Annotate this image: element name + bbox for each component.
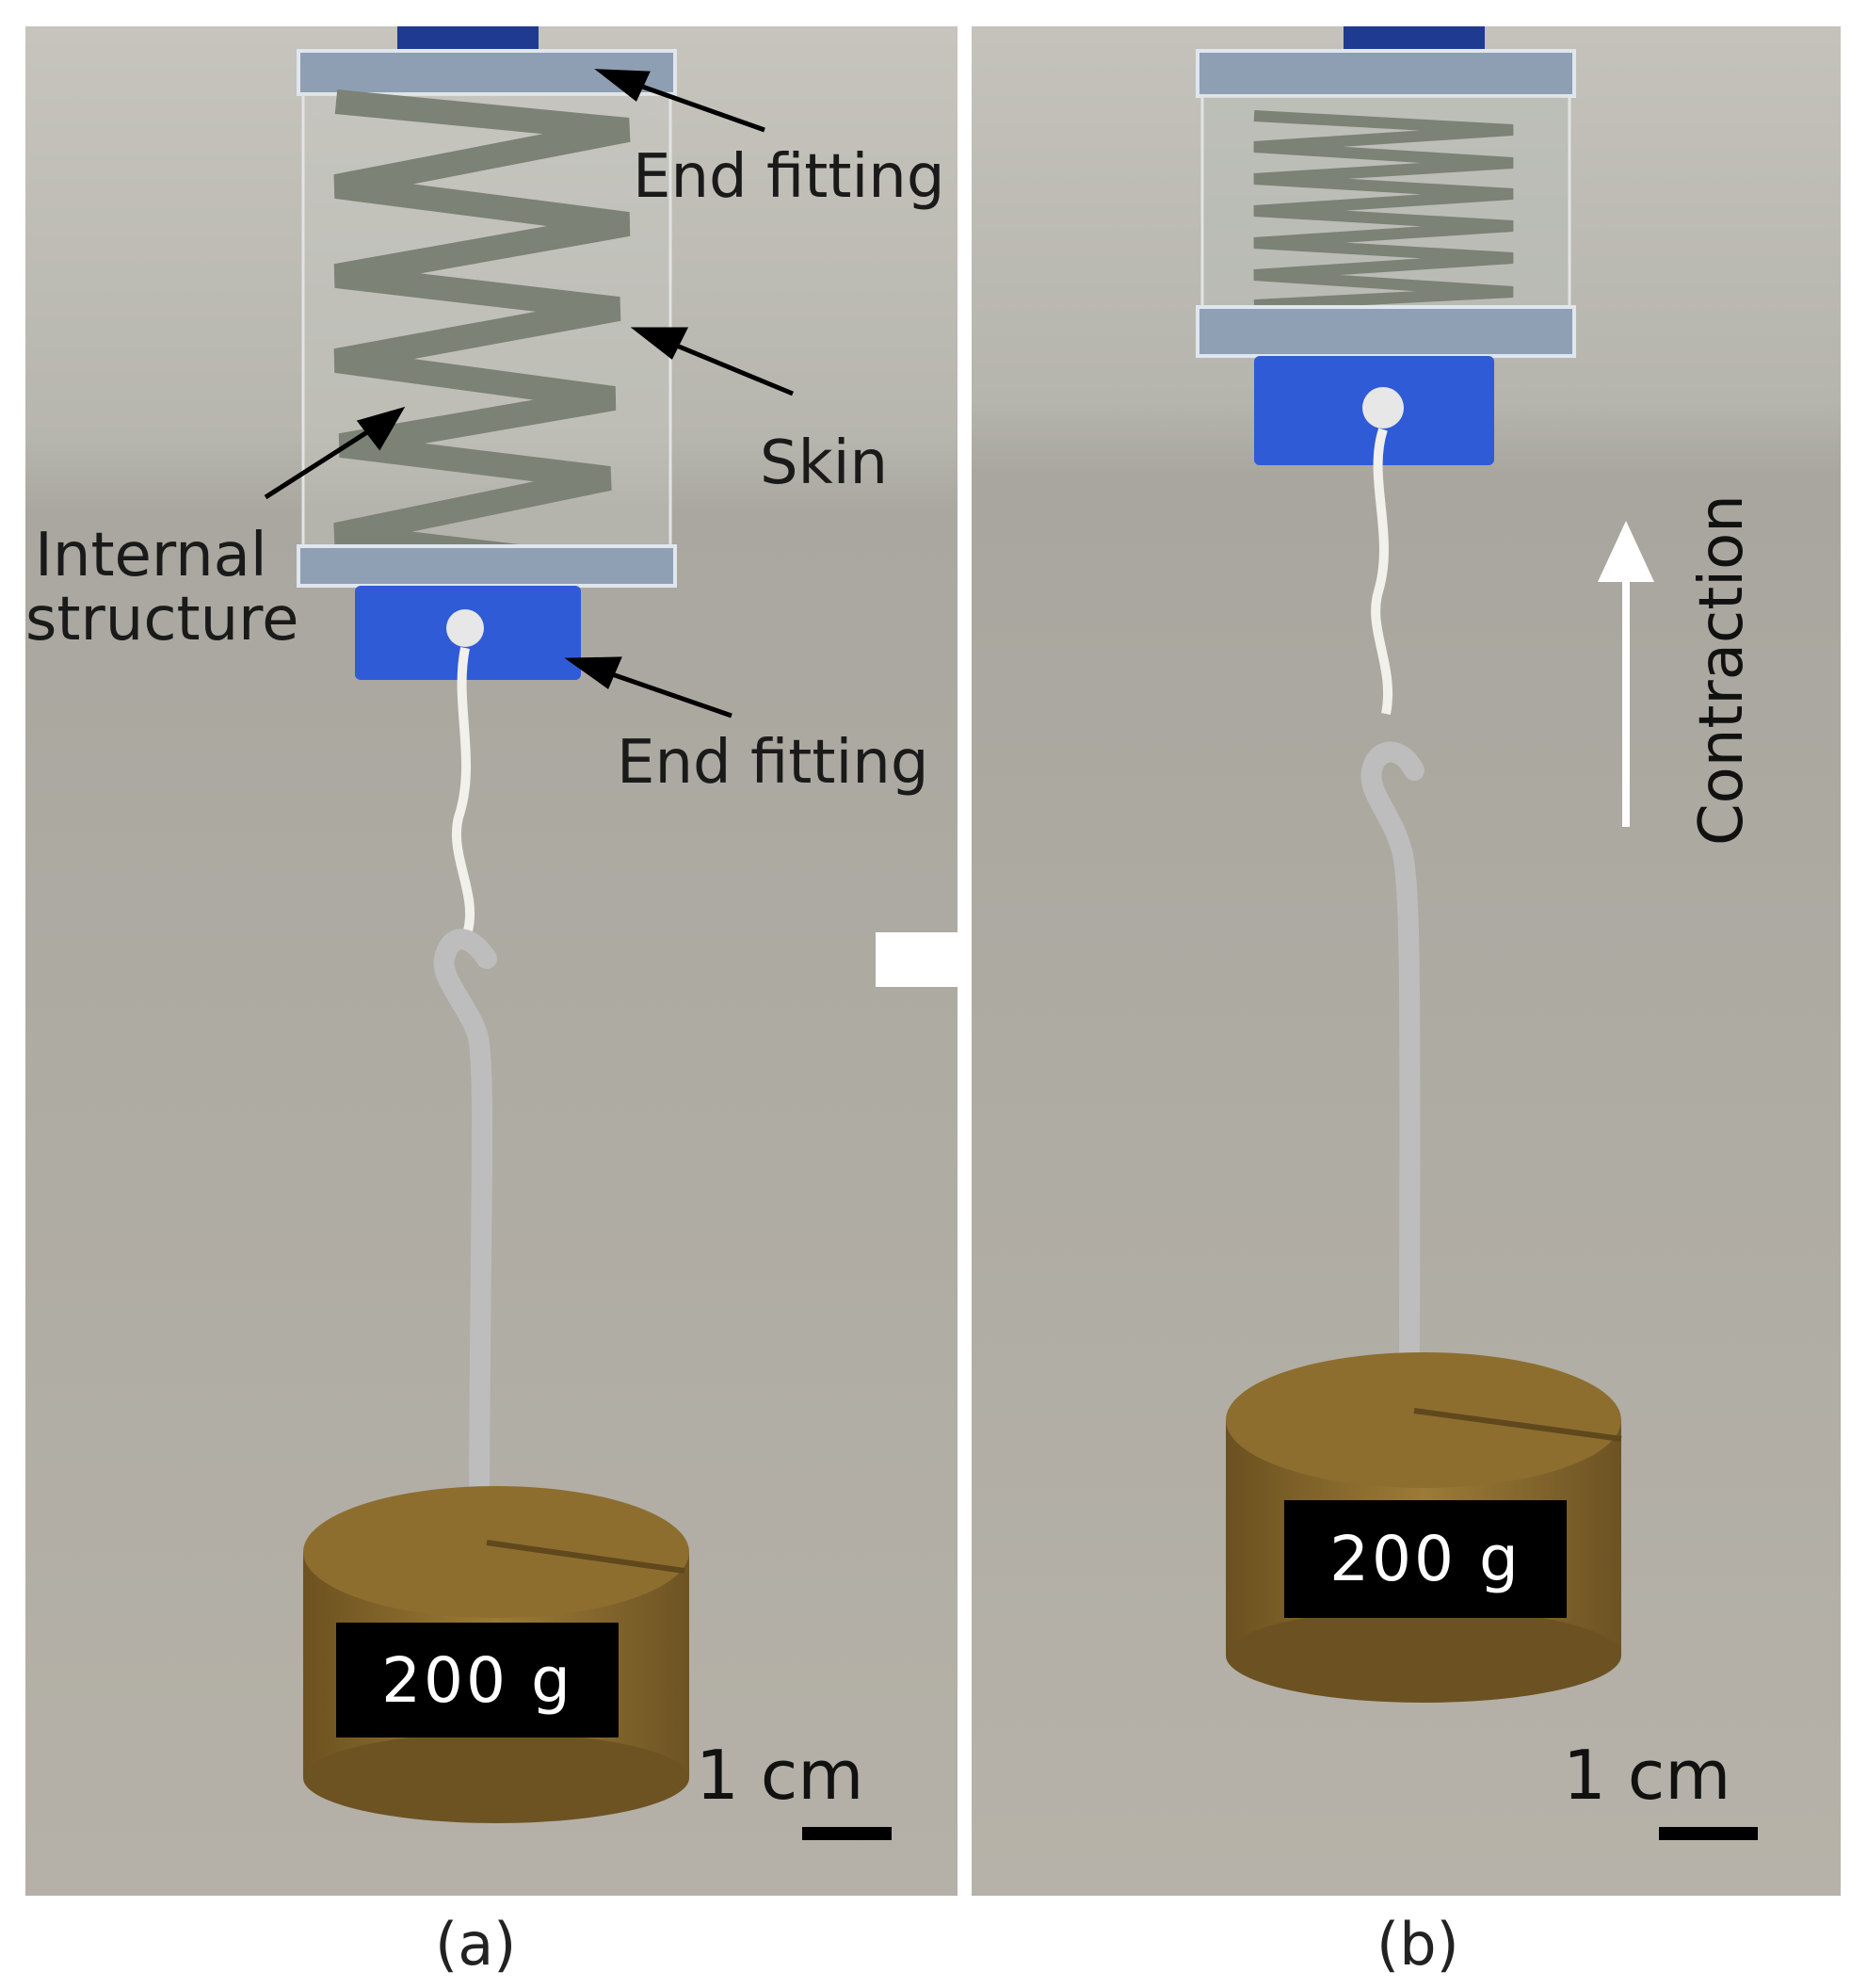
weight-top	[303, 1486, 689, 1618]
weight-bottom	[303, 1733, 689, 1823]
weight-slot	[486, 1540, 685, 1574]
bottom-end-fitting-plate	[297, 544, 677, 588]
string	[451, 647, 475, 932]
string-b	[1371, 428, 1393, 715]
weight-bottom-b	[1226, 1608, 1621, 1703]
label-contraction: Contraction	[1687, 494, 1757, 846]
weight-label-b: 200 g	[1284, 1500, 1567, 1618]
label-end-fitting-top: End fitting	[633, 142, 945, 212]
caption-a: (a)	[435, 1910, 517, 1979]
fitting-hole-b	[1362, 387, 1404, 428]
top-clamp-b	[1344, 26, 1485, 53]
compressed-spring	[1253, 110, 1514, 311]
label-skin: Skin	[760, 428, 889, 498]
weight-slot-b	[1413, 1408, 1622, 1442]
hook-rod-b	[1360, 741, 1424, 1449]
label-end-fitting-bottom: End fitting	[617, 728, 929, 798]
top-clamp	[397, 26, 539, 53]
contraction-arrow-icon	[1598, 521, 1654, 582]
fitting-hole	[446, 609, 484, 647]
panel-b-photo: Contraction 200 g 1 cm	[972, 26, 1841, 1896]
annotation-arrows	[264, 69, 794, 719]
scale-bar-a	[802, 1827, 892, 1840]
bottom-end-fitting-plate-b	[1196, 305, 1576, 358]
label-internal-line2: structure	[25, 585, 299, 655]
weight-top-b	[1226, 1352, 1621, 1488]
scale-bar-b	[1659, 1827, 1758, 1840]
label-internal-line1: Internal	[35, 521, 267, 590]
scale-text-b: 1 cm	[1563, 1736, 1731, 1815]
top-end-fitting-b	[1196, 49, 1576, 98]
internal-structure-spring	[333, 89, 631, 580]
weight-label-a: 200 g	[336, 1623, 619, 1737]
caption-b: (b)	[1376, 1910, 1459, 1979]
hook-rod	[433, 929, 497, 1544]
panel-a-photo: End fitting Skin Internal structure End …	[25, 26, 958, 1896]
panel-a-scene	[25, 26, 958, 1896]
scale-text-a: 1 cm	[696, 1736, 864, 1815]
